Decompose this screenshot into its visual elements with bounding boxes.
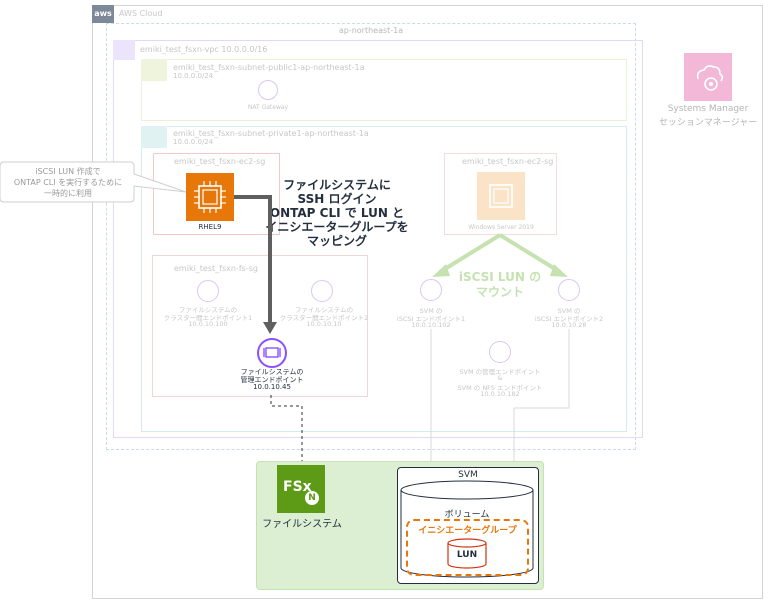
vpc-label: emiki_test_fsxn-vpc 10.0.0.0/16 — [140, 45, 268, 54]
fsx-netapp-icon: FSx N — [277, 465, 325, 513]
svm-mgmt-line1: SVM の管理エンドポイント — [459, 368, 541, 376]
private-subnet-group — [141, 126, 627, 432]
volume-label: ボリューム — [444, 510, 490, 520]
rhel-label: RHEL9 — [198, 223, 222, 231]
private-subnet-label: emiki_test_fsxn-subnet-private1-ap-north… — [173, 129, 369, 138]
systems-manager-icon — [684, 53, 732, 101]
svm-mgmt-line3: SVM の NFS エンドポイント — [457, 384, 543, 392]
nat-gateway-label: NAT Gateway — [247, 104, 289, 111]
mgmt-line1: ファイルシステムの — [240, 368, 304, 376]
ssm-line1: Systems Manager — [667, 104, 749, 114]
public-subnet-group — [141, 59, 627, 121]
lun-label: LUN — [456, 550, 478, 560]
svm-iscsi2-ip: 10.0.10.28 — [551, 321, 587, 329]
fs-sg-label: emiki_test_fsxn-fs-sg — [174, 264, 258, 273]
ep1-line1: ファイルシステムの — [178, 306, 238, 314]
intercluster-endpoint2-icon — [311, 280, 333, 302]
ep2-ip: 10.0.10.10 — [306, 320, 342, 328]
rhel-ec2-icon — [186, 173, 234, 221]
public-subnet-cidr: 10.0.0.0/24 — [173, 72, 214, 80]
mount-line1: iSCSI LUN の — [458, 270, 542, 284]
availability-zone-label: ap-northeast-1a — [338, 26, 404, 35]
mgmt-ip: 10.0.10.45 — [253, 383, 291, 391]
ssh-note-line3: ONTAP CLI で LUN と — [269, 206, 405, 220]
svm-label: SVM — [458, 470, 478, 480]
ssh-note-line2: SSH ログイン — [297, 192, 377, 206]
ec2-sg-left-group — [153, 153, 280, 235]
ec2-sg-left-label: emiki_test_fsxn-ec2-sg — [174, 157, 266, 166]
ep2-line1: ファイルシステムの — [294, 306, 354, 314]
aws-logo-icon: aws — [92, 5, 114, 23]
callout-line1: iSCSI LUN 作成で — [35, 167, 101, 176]
mgmt-line2: 管理エンドポイント — [240, 376, 304, 384]
ep1-line2: クラスター間エンドポイント1 — [163, 314, 253, 322]
svm-mgmt-line2: & — [497, 374, 503, 382]
svm-iscsi2-line2: iSCSI エンドポイント2 — [534, 315, 604, 323]
private-subnet-lock-icon — [141, 126, 167, 148]
ep2-line2: クラスター間エンドポイント2 — [279, 314, 369, 322]
svm-iscsi1-line1: SVM の — [419, 307, 443, 315]
ssh-note-line1: ファイルシステムに — [283, 178, 391, 192]
ssh-note-line4: イニシエーターグループを — [265, 220, 409, 234]
vpc-icon — [113, 40, 135, 60]
ssh-note-line5: マッピング — [306, 234, 367, 248]
svm-iscsi-endpoint2-icon — [558, 279, 580, 301]
svm-iscsi2-line1: SVM の — [557, 307, 581, 315]
initiator-group-label: イニシエーターグループ — [418, 526, 517, 536]
public-subnet-lock-icon — [141, 59, 167, 81]
nat-gateway-icon — [258, 80, 278, 100]
ssm-line2: セッションマネージャー — [658, 118, 758, 128]
vpc-group — [113, 40, 643, 438]
callout-line2: ONTAP CLI を実行するために — [13, 178, 123, 187]
callout-line3: 一時的に利用 — [44, 189, 92, 198]
mount-line2: マウント — [475, 285, 524, 299]
svm-iscsi1-line2: iSCSI エンドポイント1 — [396, 315, 466, 323]
svm-mgmt-ip: 10.0.10.182 — [480, 390, 520, 398]
windows-ec2-icon — [477, 172, 525, 220]
ep1-ip: 10.0.10.100 — [188, 320, 228, 328]
svm-iscsi-endpoint1-icon — [420, 279, 442, 301]
svm-iscsi1-ip: 10.0.10.102 — [411, 321, 451, 329]
mgmt-endpoint-icon — [257, 338, 287, 368]
fsx-label: ファイルシステム — [262, 519, 342, 530]
public-subnet-label: emiki_test_fsxn-subnet-public1-ap-northe… — [173, 63, 365, 72]
svm-mgmt-endpoint-icon — [489, 341, 511, 363]
private-subnet-cidr: 10.0.0.0/24 — [173, 138, 214, 146]
aws-cloud-group — [92, 5, 763, 599]
intercluster-endpoint1-icon — [197, 280, 219, 302]
ec2-sg-right-label: emiki_test_fsxn-ec2-sg — [462, 157, 554, 166]
fsx-logo-text: FSx — [283, 479, 312, 495]
windows-label: Windows Server 2019 — [468, 224, 534, 231]
availability-zone-group — [106, 23, 636, 450]
fsx-logo-badge: N — [305, 491, 319, 505]
aws-cloud-label: AWS Cloud — [119, 9, 163, 18]
fs-sg-group — [152, 255, 368, 397]
initiator-group-box — [406, 519, 529, 576]
